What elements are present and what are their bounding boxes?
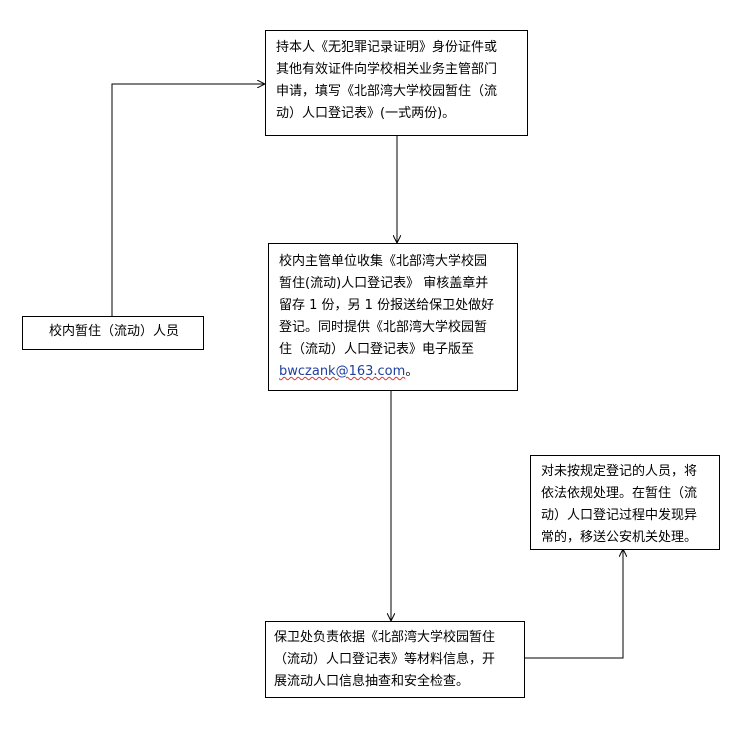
node-text: 依法依规处理。在暂住（流 xyxy=(541,486,698,501)
node-text: 展流动人口信息抽查和安全检查。 xyxy=(274,674,470,689)
node-text: 申请，填写《北部湾大学校园暂住（流 xyxy=(276,84,498,99)
node-text: 暂住(流动)人口登记表》 审核盖章并 xyxy=(279,276,489,291)
node-collect: 校内主管单位收集《北部湾大学校园 暂住(流动)人口登记表》 审核盖章并 留存 1… xyxy=(268,243,518,391)
node-security: 保卫处负责依据《北部湾大学校园暂住 （流动）人口登记表》等材料信息，开 展流动人… xyxy=(265,621,525,698)
node-text: 校内主管单位收集《北部湾大学校园 xyxy=(279,254,488,269)
node-text: 持本人《无犯罪记录证明》身份证件或 xyxy=(276,40,498,55)
node-text: 留存 1 份，另 1 份报送给保卫处做好 xyxy=(279,298,495,313)
node-text: 动）人口登记过程中发现异 xyxy=(541,508,698,523)
node-text: 保卫处负责依据《北部湾大学校园暂住 xyxy=(274,630,496,645)
node-apply: 持本人《无犯罪记录证明》身份证件或 其他有效证件向学校相关业务主管部门 申请，填… xyxy=(265,30,528,136)
arrow-applicant-to-apply xyxy=(111,84,264,316)
node-text: 常的，移送公安机关处理。 xyxy=(541,530,698,545)
node-penalty: 对未按规定登记的人员，将 依法依规处理。在暂住（流 动）人口登记过程中发现异 常… xyxy=(530,455,720,550)
node-text: （流动）人口登记表》等材料信息，开 xyxy=(274,652,496,667)
email-link[interactable]: bwczank@163.com xyxy=(279,364,406,379)
node-text: 。 xyxy=(405,364,419,379)
node-text: 校内暂住（流动）人员 xyxy=(49,324,180,339)
node-text: 住（流动）人口登记表》电子版至 xyxy=(279,342,475,357)
node-text: 对未按规定登记的人员，将 xyxy=(541,464,698,479)
node-text: 登记。同时提供《北部湾大学校园暂 xyxy=(279,320,488,335)
node-text: 其他有效证件向学校相关业务主管部门 xyxy=(276,62,498,77)
node-text: 动）人口登记表》(一式两份)。 xyxy=(276,106,456,121)
node-applicant: 校内暂住（流动）人员 xyxy=(22,316,204,350)
arrow-security-to-penalty xyxy=(524,550,623,659)
